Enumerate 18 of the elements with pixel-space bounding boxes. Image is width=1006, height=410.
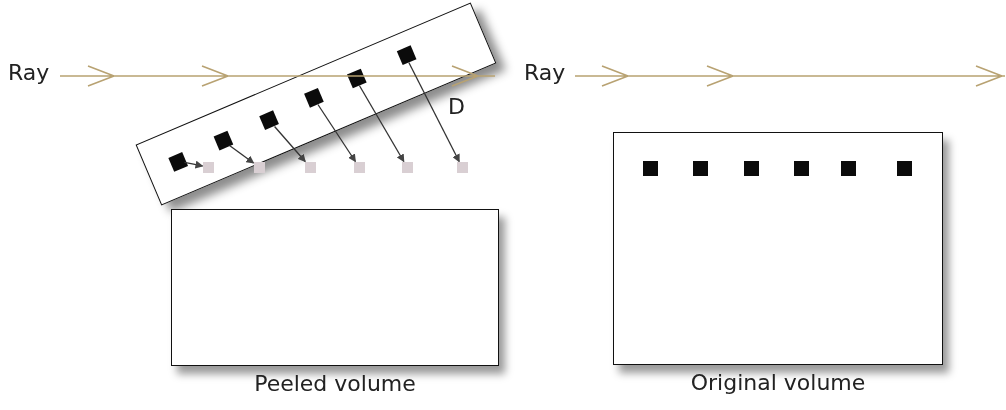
arrow xyxy=(317,103,357,163)
ray-label: Ray xyxy=(524,60,566,85)
arrow xyxy=(408,61,460,163)
distance-label: D xyxy=(448,94,465,119)
voxel xyxy=(693,161,708,176)
voxel xyxy=(744,161,759,176)
volume-caption: Peeled volume xyxy=(253,371,417,396)
voxel xyxy=(259,109,280,130)
arrow xyxy=(358,84,405,163)
voxel xyxy=(643,161,658,176)
ray-label: Ray xyxy=(8,60,50,85)
volume-caption: Original volume xyxy=(689,370,867,395)
voxel xyxy=(794,161,809,176)
arrow xyxy=(273,125,306,163)
arrow xyxy=(183,160,204,169)
arrow xyxy=(228,144,255,164)
voxel xyxy=(841,161,856,176)
voxel xyxy=(897,161,912,176)
